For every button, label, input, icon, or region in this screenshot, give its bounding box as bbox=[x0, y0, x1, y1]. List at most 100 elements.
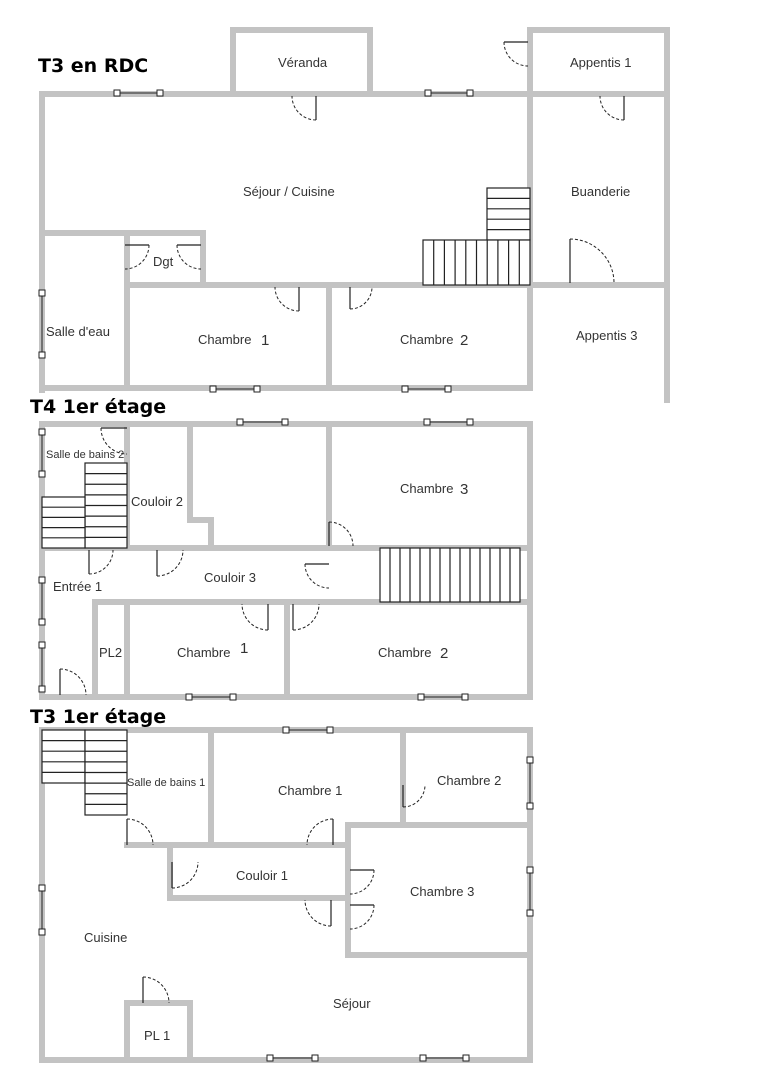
window-frame bbox=[444, 385, 452, 393]
room-chambre-3: Chambre bbox=[400, 481, 453, 496]
room-salle-deau: Salle d'eau bbox=[46, 324, 110, 339]
door-swing bbox=[291, 95, 317, 121]
room-couloir-2: Couloir 2 bbox=[131, 494, 183, 509]
door-icon bbox=[241, 603, 269, 631]
stair-outline bbox=[486, 187, 531, 241]
door-icon bbox=[126, 818, 154, 846]
stairs bbox=[41, 187, 531, 816]
window-icon bbox=[209, 385, 261, 393]
window-icon bbox=[424, 89, 474, 97]
window-icon bbox=[423, 418, 474, 426]
room-sejour-cuisine: Séjour / Cuisine bbox=[243, 184, 335, 199]
door-swing bbox=[88, 549, 114, 575]
window-frame bbox=[466, 418, 474, 426]
door-icon bbox=[304, 563, 330, 589]
room-chambre-2-t4: Chambre bbox=[378, 645, 431, 660]
staircase bbox=[422, 239, 531, 286]
window-frame bbox=[253, 385, 261, 393]
room-chambre-2-number: 2 bbox=[460, 332, 468, 349]
door-icon bbox=[176, 244, 202, 270]
door-swing bbox=[402, 784, 426, 808]
staircase bbox=[379, 547, 521, 603]
window-frame bbox=[38, 884, 46, 892]
door-swing bbox=[176, 244, 202, 270]
window-frame bbox=[466, 89, 474, 97]
window-frame bbox=[38, 289, 46, 297]
door-swing bbox=[156, 549, 184, 577]
window-icon bbox=[526, 866, 534, 917]
window-icon bbox=[417, 693, 469, 701]
door-swing bbox=[241, 603, 269, 631]
room-appentis-3: Appentis 3 bbox=[576, 328, 637, 343]
window-frame bbox=[236, 418, 244, 426]
door-icon bbox=[599, 95, 625, 121]
door-swing bbox=[306, 818, 334, 846]
door-icon bbox=[503, 41, 529, 67]
window-frame bbox=[38, 428, 46, 436]
door-icon bbox=[304, 899, 332, 927]
room-chambre-3-number: 3 bbox=[460, 481, 468, 498]
window-frame bbox=[185, 693, 193, 701]
door-swing bbox=[599, 95, 625, 121]
room-chambre-2-t4-number: 2 bbox=[440, 645, 448, 662]
room-buanderie: Buanderie bbox=[571, 184, 630, 199]
door-icon bbox=[291, 95, 317, 121]
staircase bbox=[84, 462, 128, 549]
door-icon bbox=[349, 904, 375, 930]
window-frame bbox=[209, 385, 217, 393]
door-swing bbox=[349, 869, 375, 895]
window-frame bbox=[38, 928, 46, 936]
room-veranda: Véranda bbox=[278, 55, 328, 70]
window-frame bbox=[526, 866, 534, 874]
room-chambre-2: Chambre bbox=[400, 332, 453, 347]
door-swing bbox=[569, 238, 615, 284]
staircase bbox=[84, 729, 128, 816]
door-swing bbox=[349, 904, 375, 930]
room-couloir-3: Couloir 3 bbox=[204, 570, 256, 585]
window-icon bbox=[38, 428, 46, 478]
door-swing bbox=[100, 427, 128, 455]
door-icon bbox=[142, 976, 170, 1004]
door-swing bbox=[349, 286, 373, 310]
window-frame bbox=[462, 1054, 470, 1062]
section-title-t3-rdc: T3 en RDC bbox=[38, 55, 148, 77]
window-icon bbox=[38, 289, 46, 359]
window-frame bbox=[526, 802, 534, 810]
room-pl2: PL2 bbox=[99, 645, 122, 660]
window-frame bbox=[156, 89, 164, 97]
window-frame bbox=[526, 756, 534, 764]
room-salle-de-bains-1: Salle de bains 1 bbox=[127, 777, 205, 789]
window-frame bbox=[38, 618, 46, 626]
window-frame bbox=[38, 470, 46, 478]
room-chambre-3-t3: Chambre 3 bbox=[410, 884, 474, 899]
window-frame bbox=[113, 89, 121, 97]
door-icon bbox=[88, 549, 114, 575]
room-pl-1: PL 1 bbox=[144, 1028, 170, 1043]
window-frame bbox=[38, 576, 46, 584]
window-icon bbox=[266, 1054, 319, 1062]
door-swing bbox=[328, 521, 354, 547]
door-icon bbox=[349, 286, 373, 310]
room-cuisine: Cuisine bbox=[84, 930, 127, 945]
door-swing bbox=[304, 563, 330, 589]
window-icon bbox=[236, 418, 289, 426]
room-sejour: Séjour bbox=[333, 996, 371, 1011]
window-frame bbox=[311, 1054, 319, 1062]
section-title-t3-1er: T3 1er étage bbox=[30, 706, 166, 728]
door-icon bbox=[306, 818, 334, 846]
window-frame bbox=[419, 1054, 427, 1062]
window-frame bbox=[281, 418, 289, 426]
window-icon bbox=[282, 726, 334, 734]
window-frame bbox=[526, 909, 534, 917]
room-chambre-2-t3: Chambre 2 bbox=[437, 773, 501, 788]
window-icon bbox=[526, 756, 534, 810]
window-frame bbox=[461, 693, 469, 701]
door-swing bbox=[292, 603, 320, 631]
doors bbox=[59, 41, 625, 1004]
window-icon bbox=[38, 884, 46, 936]
door-icon bbox=[274, 286, 300, 312]
door-icon bbox=[59, 668, 87, 696]
window-frame bbox=[423, 418, 431, 426]
room-entree-1: Entrée 1 bbox=[53, 579, 102, 594]
